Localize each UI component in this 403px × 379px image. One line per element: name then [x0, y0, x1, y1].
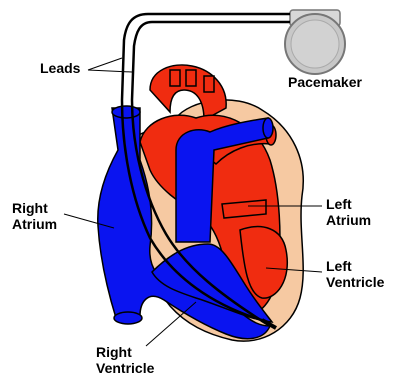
aortic-branch-2 [186, 70, 196, 86]
pulmonary-vein [222, 200, 266, 218]
right-ventricle-label-line2: Ventricle [96, 360, 154, 376]
pacemaker-label: Pacemaker [288, 74, 362, 90]
superior-vena-cava-top [112, 106, 140, 118]
left-ventricle-label: Left Ventricle [326, 258, 384, 290]
left-ventricle-label-line1: Left [326, 258, 384, 274]
right-ventricle-label: Right Ventricle [96, 344, 154, 376]
leads-label: Leads [40, 60, 80, 76]
pacemaker-label-text: Pacemaker [288, 74, 362, 90]
right-ventricle-label-line1: Right [96, 344, 154, 360]
leads-pointer-1 [88, 58, 122, 70]
right-atrium-label: Right Atrium [12, 200, 57, 232]
right-atrium-label-line2: Atrium [12, 216, 57, 232]
left-atrium-label: Left Atrium [326, 196, 371, 228]
leads-pointer-2 [88, 70, 132, 72]
right-atrium-label-line1: Right [12, 200, 57, 216]
pulmonary-trunk-end [263, 118, 273, 138]
aortic-branch-1 [170, 70, 180, 86]
right-ventricle-pointer [146, 302, 196, 346]
left-atrium-label-line1: Left [326, 196, 371, 212]
left-ventricle-label-line2: Ventricle [326, 274, 384, 290]
pacemaker-face [291, 20, 339, 68]
inferior-vena-cava-end [114, 312, 142, 324]
leads-label-text: Leads [40, 60, 80, 76]
aortic-branch-3 [204, 76, 214, 92]
left-atrium-label-line2: Atrium [326, 212, 371, 228]
